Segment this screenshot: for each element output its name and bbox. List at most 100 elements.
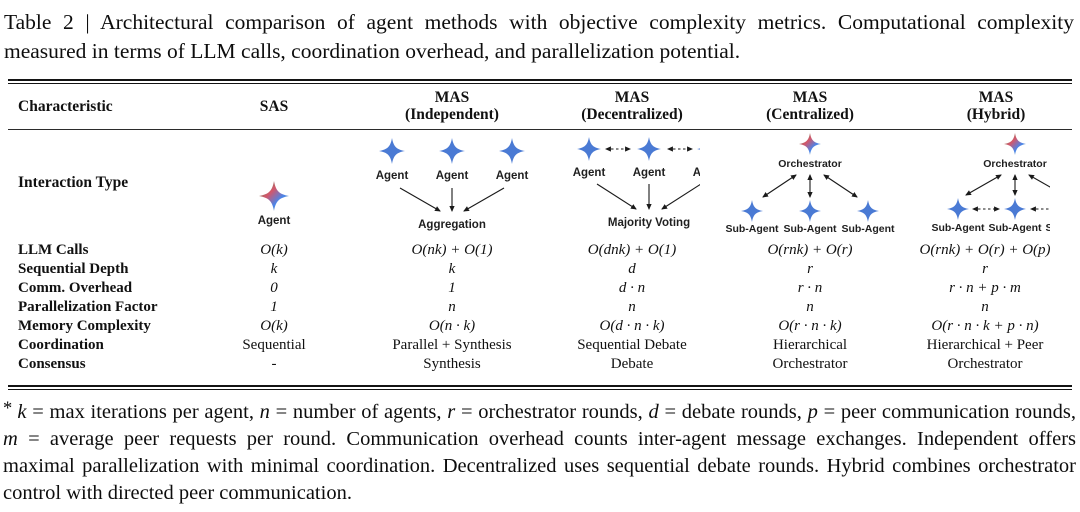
sub-agent-star-icon [741, 200, 763, 223]
cell-sas: 1 [270, 299, 278, 316]
table-bottom-rule [8, 385, 1072, 391]
centralized-diagram-svg: Orchestrator Sub-Agent Sub-Agent Sub-Age… [725, 133, 895, 235]
diagram-hybrid: Orchestrator Sub-Agent Sub-Agent Sub-Age… [920, 131, 1072, 235]
row-label: Sequential Depth [18, 261, 129, 278]
sub-agent-label: Sub-Agent [783, 223, 837, 235]
table-row-llm-calls: LLM Calls O(k) O(nk) + O(1) O(dnk) + O(1… [8, 241, 1072, 260]
cell-independent: n [448, 299, 456, 316]
row-label: Consensus [18, 356, 86, 373]
cell-centralized: Orchestrator [772, 356, 848, 373]
cell-independent: O(n · k) [428, 318, 476, 335]
orchestrator-star-icon [799, 133, 821, 156]
row-label: LLM Calls [18, 242, 89, 259]
cell-hybrid: Hierarchical + Peer [926, 337, 1044, 354]
aggregation-arrows-icon [399, 187, 505, 213]
sub-agent-label: Sub-Agent [841, 223, 895, 235]
cell-sas: - [271, 356, 277, 373]
sub-agent-star-icon [857, 200, 879, 223]
agent-star-icon [379, 138, 405, 165]
cell-decentralized: O(d · n · k) [599, 318, 665, 335]
cell-hybrid: r · n + p · m [949, 280, 1021, 297]
sub-agent-label: Sub-Agent [725, 223, 779, 235]
agent-star-icon [637, 137, 661, 162]
table-top-rule [8, 79, 1072, 85]
cell-centralized: Hierarchical [772, 337, 848, 354]
cell-hybrid: O(r · n · k + p · n) [931, 318, 1039, 335]
agent-star-icon [577, 137, 601, 162]
agent-star-icon [439, 138, 465, 165]
cell-decentralized: Debate [610, 356, 654, 373]
cell-independent: Synthesis [423, 356, 481, 373]
table-row-consensus: Consensus - Synthesis Debate Orchestrato… [8, 355, 1072, 374]
row-label-interaction-type: Interaction Type [18, 174, 129, 192]
orchestrator-label: Orchestrator [778, 158, 842, 170]
metric-rows: LLM Calls O(k) O(nk) + O(1) O(dnk) + O(1… [8, 236, 1072, 385]
voting-arrows-icon [596, 183, 700, 211]
row-label: Coordination [18, 337, 104, 354]
cell-decentralized: n [628, 299, 636, 316]
cell-independent: 1 [448, 280, 456, 297]
cell-decentralized: d · n [618, 280, 646, 297]
table-row-comm-overhead: Comm. Overhead 0 1 d · n r · n r · n + p… [8, 279, 1072, 298]
cell-hybrid: n [981, 299, 989, 316]
cell-independent: O(nk) + O(1) [411, 242, 493, 259]
hybrid-diagram-svg: Orchestrator Sub-Agent Sub-Agent Sub-Age… [931, 133, 1050, 234]
cell-sas: Sequential [242, 337, 306, 354]
header-mas-decentralized: MAS (Decentralized) [581, 89, 683, 124]
header-mas-centralized: MAS (Centralized) [766, 89, 854, 124]
agent-label: Agent [258, 215, 291, 227]
orchestrator-star-icon [1004, 133, 1026, 156]
cell-sas: O(k) [260, 318, 288, 335]
agent-label: Agent [496, 170, 529, 182]
sas-diagram-svg: Agent [258, 181, 291, 227]
table-row-memory-complexity: Memory Complexity O(k) O(n · k) O(d · n … [8, 317, 1072, 336]
agent-star-icon [499, 138, 525, 165]
cell-independent: Parallel + Synthesis [392, 337, 512, 354]
agent-label: Agent [633, 167, 666, 179]
sub-agent-label: Sub-Agent [988, 222, 1042, 234]
diagram-centralized: Orchestrator Sub-Agent Sub-Agent Sub-Age… [700, 131, 920, 235]
header-mas-hybrid: MAS (Hybrid) [966, 89, 1026, 124]
sub-agent-star-icon [799, 200, 821, 223]
aggregation-label: Aggregation [418, 219, 486, 231]
cell-hybrid: r [982, 261, 988, 278]
cell-centralized: O(rnk) + O(r) [767, 242, 853, 259]
orchestrator-arrows-icon [762, 174, 858, 199]
interaction-type-row: Interaction Type Agent Agent Agent Agent [8, 130, 1072, 236]
table-caption: Table 2 | Architectural comparison of ag… [4, 10, 1074, 63]
agent-label: Agent [693, 167, 700, 179]
independent-diagram-svg: Agent Agent Agent Aggregation [376, 138, 529, 231]
comparison-table: Characteristic SAS MAS (Independent) MAS… [8, 79, 1072, 391]
header-mas-independent: MAS (Independent) [405, 89, 499, 124]
decentralized-diagram-svg: Agent Agent Agent Majority Voting [573, 137, 700, 229]
row-label: Parallelization Factor [18, 299, 158, 316]
cell-sas: k [270, 261, 278, 278]
diagram-independent: Agent Agent Agent Aggregation [340, 131, 564, 235]
agent-label: Agent [376, 170, 409, 182]
cell-centralized: n [806, 299, 814, 316]
table-row-sequential-depth: Sequential Depth k k d r r [8, 260, 1072, 279]
footnote-asterisk: * [3, 398, 18, 419]
agent-label: Agent [573, 167, 606, 179]
table-row-coordination: Coordination Sequential Parallel + Synth… [8, 336, 1072, 355]
cell-sas: O(k) [260, 242, 288, 259]
header-separator-rule [8, 129, 1072, 131]
sub-agent-star-icon [947, 198, 969, 221]
row-label: Comm. Overhead [18, 280, 133, 297]
cell-hybrid: Orchestrator [947, 356, 1023, 373]
cell-independent: k [448, 261, 456, 278]
majority-voting-label: Majority Voting [608, 217, 690, 229]
diagram-decentralized: Agent Agent Agent Majority Voting [564, 131, 700, 235]
cell-decentralized: d [628, 261, 636, 278]
cell-sas: 0 [270, 280, 278, 297]
table-footnote: * k = max iterations per agent, n = numb… [3, 398, 1077, 504]
sub-agent-star-icon [1004, 198, 1026, 221]
table-header-row: Characteristic SAS MAS (Independent) MAS… [8, 84, 1072, 129]
diagram-sas: Agent [208, 131, 340, 235]
header-characteristic: Characteristic [18, 97, 113, 115]
row-label: Memory Complexity [18, 318, 151, 335]
orchestrator-label: Orchestrator [983, 158, 1047, 170]
header-sas: SAS [259, 97, 289, 115]
agent-label: Agent [436, 170, 469, 182]
table-row-parallelization-factor: Parallelization Factor 1 n n n n [8, 298, 1072, 317]
